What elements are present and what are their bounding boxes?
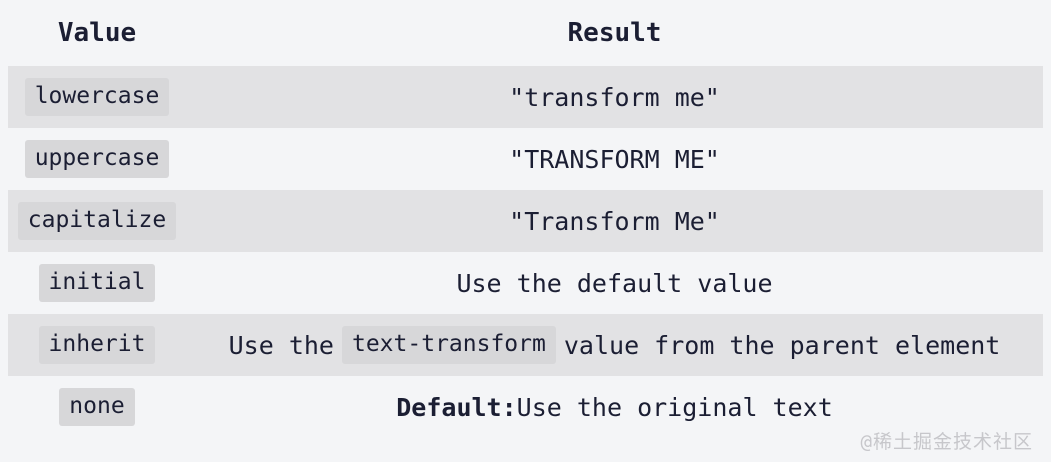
value-cell: lowercase [8,78,186,116]
column-header-result: Result [567,18,662,48]
value-cell: uppercase [8,140,186,178]
column-header-value: Value [57,18,137,48]
value-code-chip: none [59,388,135,426]
community-watermark: @稀土掘金技术社区 [860,431,1033,453]
table-row: capitalize "Transform Me" [8,190,1043,252]
value-cell: inherit [8,326,186,364]
table-row: initial Use the default value [8,252,1043,314]
result-cell: "transform me" [186,83,1043,112]
result-cell: Use the default value [186,269,1043,298]
result-text: "transform me" [509,82,720,112]
table-row: none Default: Use the original text [8,376,1043,438]
value-cell: none [8,388,186,426]
text-transform-value-table: Value Result lowercase "transform me" up… [8,0,1043,438]
result-cell: Default: Use the original text [186,393,1043,422]
result-text: "TRANSFORM ME" [509,144,720,174]
table-header-row: Value Result [8,0,1043,66]
value-code-chip: lowercase [24,78,170,116]
table-row: uppercase "TRANSFORM ME" [8,128,1043,190]
result-text-suffix: value from the parent element [563,330,1001,360]
result-default-label: Default: [396,392,517,422]
value-code-chip: initial [38,264,156,302]
result-cell: "TRANSFORM ME" [186,145,1043,174]
result-cell: "Transform Me" [186,207,1043,236]
value-cell: capitalize [8,202,186,240]
result-text: Use the default value [456,268,773,298]
value-code-chip: inherit [38,326,156,364]
result-cell: Use the text-transform value from the pa… [186,326,1043,364]
table-row: lowercase "transform me" [8,66,1043,128]
table-row: inherit Use the text-transform value fro… [8,314,1043,376]
value-code-chip: uppercase [24,140,170,178]
value-code-chip: capitalize [17,202,177,240]
result-text-prefix: Use the [228,330,334,360]
value-cell: initial [8,264,186,302]
result-text: Use the original text [516,392,833,422]
inline-code-chip: text-transform [341,326,556,364]
result-text: "Transform Me" [509,206,720,236]
